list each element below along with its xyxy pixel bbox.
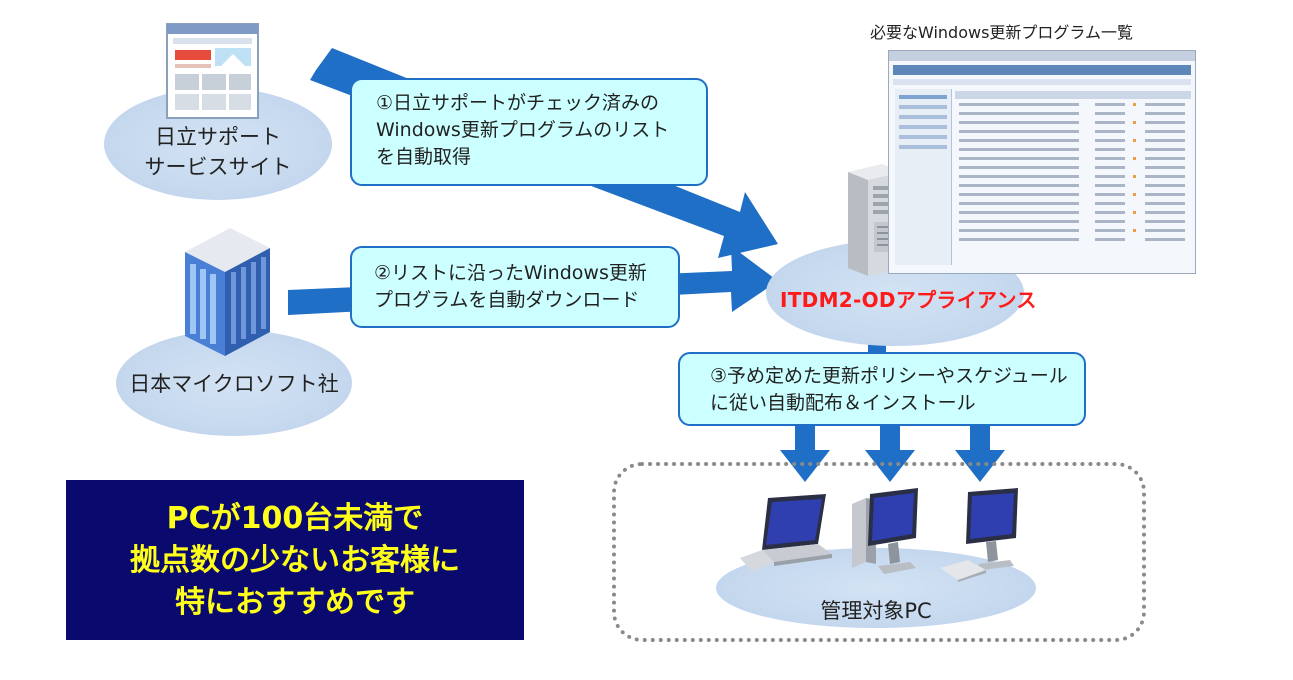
screenshot-sidebar	[895, 89, 952, 265]
arrow-to-desktop	[865, 425, 915, 482]
update-list-screenshot	[888, 50, 1196, 274]
desktop-pc-icon	[852, 488, 918, 574]
step-2-callout: ②リストに沿ったWindows更新 プログラムを自動ダウンロード	[350, 246, 680, 328]
office-building-icon	[185, 228, 270, 356]
arrow-to-monitor	[955, 425, 1005, 482]
screenshot-caption: 必要なWindows更新プログラム一覧	[870, 23, 1133, 42]
managed-pc-frame	[612, 462, 1146, 642]
appliance-label: ITDM2-ODアプライアンス	[780, 288, 1037, 312]
promo-banner: PCが100台未満で 拠点数の少ないお客様に 特におすすめです	[66, 480, 524, 640]
hitachi-site-label: 日立サポート サービスサイト	[144, 125, 292, 179]
step-1-callout: ①日立サポートがチェック済みの Windows更新プログラムのリスト を自動取得	[350, 78, 708, 186]
step-3-callout: ③予め定めた更新ポリシーやスケジュール に従い自動配布＆インストール	[678, 352, 1086, 426]
laptop-icon	[740, 494, 832, 572]
screenshot-header-band	[893, 65, 1191, 75]
arrow-to-laptop	[780, 425, 830, 482]
screenshot-titlebar	[889, 51, 1195, 61]
microsoft-label: 日本マイクロソフト社	[129, 372, 339, 396]
screenshot-update-table	[955, 91, 1191, 241]
browser-window-icon	[166, 23, 259, 119]
managed-pc-label: 管理対象PC	[820, 599, 932, 623]
screenshot-toolbar	[893, 79, 1191, 85]
monitor-keyboard-icon	[940, 488, 1018, 582]
